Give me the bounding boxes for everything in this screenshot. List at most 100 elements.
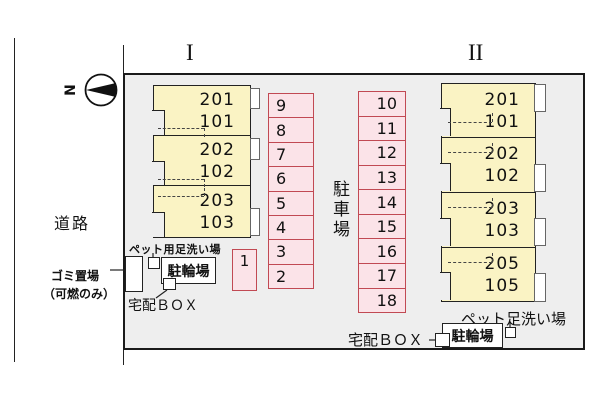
stall-number: 10 xyxy=(376,94,397,114)
delivery-box-label-left: 宅配ＢＯＸ xyxy=(128,298,198,314)
building-notch xyxy=(152,212,165,237)
interior-dashed-line xyxy=(492,113,493,122)
parking-stall-16: 16 xyxy=(358,238,406,264)
parking-stall-14: 14 xyxy=(358,189,406,215)
parking-area-label: 駐車場 xyxy=(329,180,349,240)
stall-number: 5 xyxy=(276,193,287,213)
balcony xyxy=(250,138,260,160)
parking-stall-5: 5 xyxy=(268,190,314,216)
stall-number: 9 xyxy=(276,96,287,116)
interior-dashed-line xyxy=(448,122,492,123)
interior-dashed-line xyxy=(492,253,493,262)
stall-number: 6 xyxy=(276,169,287,189)
parking-stall-15: 15 xyxy=(358,213,406,240)
parking-stall-7: 7 xyxy=(268,141,314,168)
interior-dashed-line xyxy=(158,196,204,197)
stall-number: 11 xyxy=(376,118,397,138)
stall-number: 18 xyxy=(376,290,397,310)
garbage-label-line2: （可燃のみ） xyxy=(43,287,116,301)
stall-number: 4 xyxy=(276,218,287,238)
unit-lower-number: 103 xyxy=(484,221,520,241)
unit-upper-number: 202 xyxy=(199,139,235,160)
parking-stall-12: 12 xyxy=(358,140,406,166)
bicycle-parking-label: 駐輪場 xyxy=(451,328,494,345)
pet-wash-box-left xyxy=(148,257,160,269)
stall-number: 1 xyxy=(239,252,250,270)
unit-upper-number: 203 xyxy=(199,190,235,211)
unit-upper-number: 203 xyxy=(484,199,520,219)
interior-dashed-line xyxy=(204,128,205,137)
stall-number: 14 xyxy=(376,192,397,212)
building-1-label: I xyxy=(186,40,194,65)
north-arrow-icon: N xyxy=(63,73,118,107)
unit-upper-number: 201 xyxy=(199,89,235,110)
road-left-line xyxy=(14,38,15,362)
balcony xyxy=(534,273,546,302)
unit-lower-number: 105 xyxy=(484,275,520,296)
building-notch xyxy=(440,272,451,300)
balcony xyxy=(250,208,260,236)
unit-upper-number: 202 xyxy=(484,144,520,164)
stall-number: 8 xyxy=(276,120,287,140)
unit-lower-number: 103 xyxy=(199,212,235,233)
parking-column-b: 10 11 12 13 14 15 16 17 18 xyxy=(358,91,406,314)
unit-upper-number: 201 xyxy=(484,89,520,110)
boundary-line-upper xyxy=(123,45,124,75)
parking-column-a: 9 8 7 6 5 4 3 2 xyxy=(268,93,314,289)
building-notch xyxy=(152,161,165,185)
interior-dashed-line xyxy=(448,262,492,263)
interior-dashed-line xyxy=(204,188,205,196)
parking-stall-13: 13 xyxy=(358,164,406,191)
interior-dashed-line xyxy=(204,179,205,187)
bicycle-parking-box-left: 駐輪場 xyxy=(161,257,216,284)
unit-lower-number: 102 xyxy=(199,161,235,182)
parking-stall-18: 18 xyxy=(358,287,406,314)
stall-number: 17 xyxy=(376,266,397,286)
building-notch xyxy=(440,218,451,246)
pet-wash-box-right xyxy=(505,327,516,338)
parking-stall-1: 1 xyxy=(232,249,257,291)
parking-stall-17: 17 xyxy=(358,262,406,289)
unit-upper-number: 205 xyxy=(484,253,520,274)
unit-lower-number: 101 xyxy=(199,111,235,132)
stall-number: 7 xyxy=(276,144,287,164)
parking-stall-11: 11 xyxy=(358,115,406,142)
delivery-box-right xyxy=(435,333,450,347)
balcony xyxy=(534,218,546,246)
building-notch xyxy=(440,163,451,191)
parking-stall-9: 9 xyxy=(268,93,314,119)
stall-number: 12 xyxy=(376,143,397,163)
bicycle-parking-box-right: 駐輪場 xyxy=(442,323,503,348)
interior-dashed-line xyxy=(492,198,493,207)
parking-stall-3: 3 xyxy=(268,239,314,265)
interior-dashed-line xyxy=(492,143,493,152)
parking-stall-8: 8 xyxy=(268,117,314,143)
interior-dashed-line xyxy=(448,152,492,153)
building-notch xyxy=(152,110,165,135)
bicycle-parking-label: 駐輪場 xyxy=(167,263,210,280)
balcony xyxy=(250,88,260,109)
parking-stall-6: 6 xyxy=(268,166,314,192)
interior-dashed-line xyxy=(158,128,204,129)
stall-number: 13 xyxy=(376,167,397,187)
garbage-area-box xyxy=(125,256,143,292)
interior-dashed-line xyxy=(158,179,204,180)
stall-number: 2 xyxy=(276,266,287,286)
parking-stall-10: 10 xyxy=(358,91,406,117)
delivery-box-left xyxy=(163,278,176,290)
north-label: N xyxy=(63,84,79,96)
road-label: 道路 xyxy=(54,214,91,233)
stall-number: 16 xyxy=(376,241,397,261)
unit-lower-number: 101 xyxy=(484,111,520,132)
stall-number: 15 xyxy=(376,217,397,237)
parking-stall-4: 4 xyxy=(268,214,314,241)
